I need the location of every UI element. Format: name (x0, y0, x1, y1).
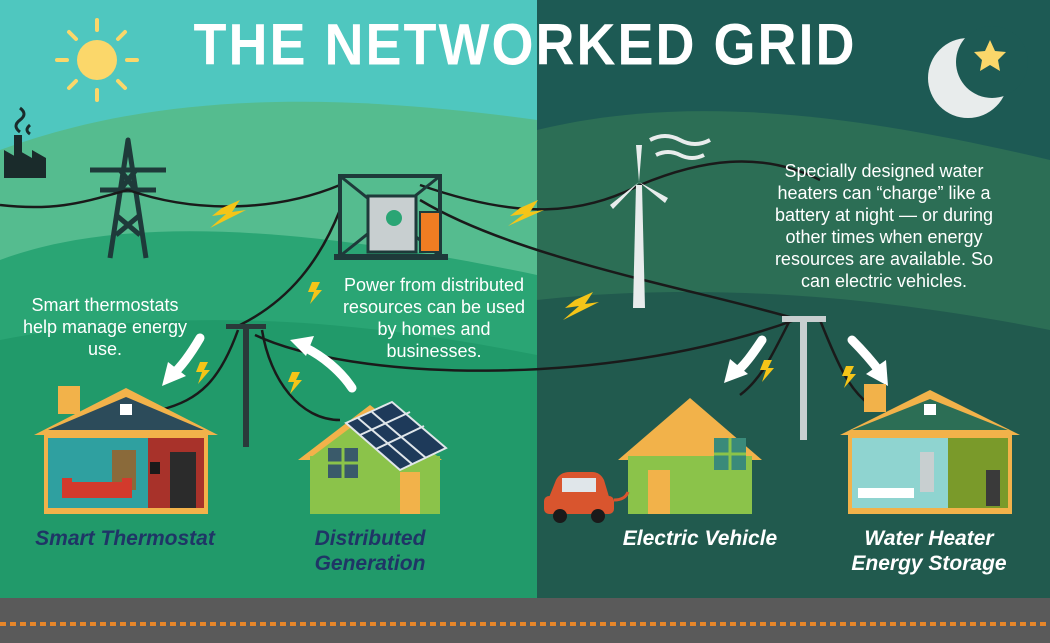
thermostat-caption: Smart Thermostat (35, 527, 215, 550)
water-heater-caption-line2: Energy Storage (851, 552, 1007, 575)
lightning-bolt-icon (196, 200, 856, 394)
house-icon (840, 384, 1020, 514)
utility-pole-left (226, 324, 266, 447)
electric-car-icon (544, 472, 630, 523)
flow-arrows (162, 333, 888, 393)
house-icon (298, 400, 448, 514)
wind-turbine-icon (610, 134, 711, 308)
water-heater-caption-line1: Water Heater (864, 527, 994, 550)
distributed-note: Power from distributed resources can be … (342, 275, 526, 361)
page-title: THE NETWORKED GRID (193, 12, 857, 78)
house-icon (34, 386, 218, 514)
water-heater-caption: Water Heater Energy Storage (842, 526, 1016, 576)
night-hill-front (537, 291, 1050, 643)
water-heater-note: Specially designed water heaters can “ch… (774, 161, 994, 291)
thermostat-note: Smart thermostats help manage energy use… (22, 295, 188, 359)
distributed-caption-line2: Generation (314, 552, 426, 575)
solar-panel-icon (344, 400, 448, 472)
star-icon (974, 40, 1006, 71)
utility-pole-right (782, 316, 826, 440)
factory-icon (4, 106, 46, 178)
ev-caption: Electric Vehicle (622, 527, 778, 550)
house-icon (618, 398, 762, 514)
substation-icon (334, 174, 448, 260)
sun-icon (55, 18, 139, 102)
distributed-caption-line1: Distributed (314, 527, 426, 550)
distributed-caption: Distributed Generation (290, 526, 450, 576)
road (0, 598, 1050, 643)
